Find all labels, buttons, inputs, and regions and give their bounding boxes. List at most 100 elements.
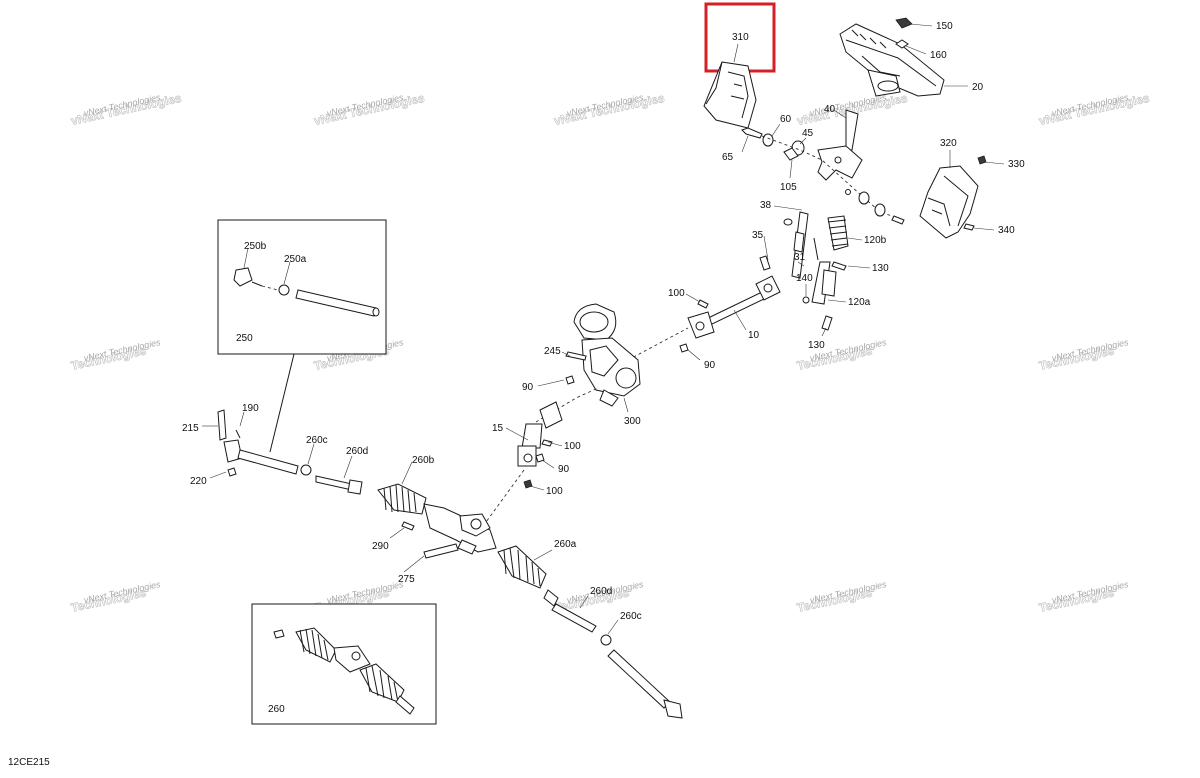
part-260a-boot-right[interactable] [497, 545, 553, 589]
callout-260c-right[interactable]: 260c [620, 611, 642, 622]
callout-300[interactable]: 300 [624, 416, 641, 427]
part-10-intermediate-shaft[interactable] [687, 275, 781, 339]
part-90-nut-top[interactable] [679, 343, 701, 361]
part-65-bolt[interactable] [741, 127, 763, 153]
inset-250-tie-rod[interactable] [217, 219, 387, 355]
callout-245[interactable]: 245 [544, 346, 561, 357]
callout-190[interactable]: 190 [242, 403, 259, 414]
part-35-pin[interactable] [759, 235, 771, 271]
watermark: Technologies vNext Technologies [795, 579, 887, 615]
callout-100-mid[interactable]: 100 [564, 441, 581, 452]
callout-35[interactable]: 35 [752, 230, 764, 241]
callout-160[interactable]: 160 [930, 50, 947, 61]
part-310-knee-pad[interactable] [703, 43, 757, 129]
callout-40[interactable]: 40 [824, 104, 836, 115]
part-130-screw-a[interactable] [831, 261, 871, 271]
part-340-screw[interactable] [963, 223, 995, 231]
callout-38[interactable]: 38 [760, 200, 772, 211]
part-90-nut-low[interactable] [535, 453, 555, 469]
part-245-bolt[interactable] [561, 351, 587, 361]
part-330-screw[interactable] [977, 155, 1005, 165]
callout-215[interactable]: 215 [182, 423, 199, 434]
callout-130-upper[interactable]: 130 [872, 263, 889, 274]
watermark: vNext Technologies vNext Technologies [1037, 90, 1151, 128]
part-260d-inner-rod-right[interactable] [543, 589, 597, 633]
callout-320[interactable]: 320 [940, 138, 957, 149]
part-150-cap[interactable] [895, 17, 933, 29]
part-260c-nut-left[interactable] [300, 443, 315, 476]
part-fasteners-right[interactable] [845, 189, 905, 225]
part-260b-boot-left[interactable] [377, 461, 427, 515]
part-260d-inner-rod-left[interactable] [315, 455, 363, 495]
part-38-collar[interactable] [773, 205, 803, 226]
part-140-washer[interactable] [802, 284, 810, 304]
callout-90-top[interactable]: 90 [704, 360, 716, 371]
callout-220[interactable]: 220 [190, 476, 207, 487]
part-20-steering-wheel[interactable] [839, 23, 968, 97]
part-275-bolt[interactable] [403, 543, 459, 573]
callout-260c-left[interactable]: 260c [306, 435, 328, 446]
part-160-nut[interactable] [895, 39, 927, 55]
part-300-eps-unit[interactable] [573, 303, 641, 413]
callout-260a[interactable]: 260a [554, 539, 577, 550]
part-120b-boot[interactable] [827, 215, 863, 251]
part-220-nut[interactable] [209, 467, 237, 479]
callout-150[interactable]: 150 [936, 21, 953, 32]
tie-rod-right[interactable] [607, 649, 683, 719]
callout-310[interactable]: 310 [732, 32, 749, 43]
watermark: Technologies vNext Technologies [69, 337, 161, 373]
callout-250[interactable]: 250 [236, 333, 253, 344]
part-15-lower-shaft[interactable] [505, 401, 563, 467]
callout-260d-right[interactable]: 260d [590, 586, 612, 597]
tie-rod-left[interactable] [223, 439, 299, 475]
callout-120b[interactable]: 120b [864, 235, 887, 246]
callout-130-lower[interactable]: 130 [808, 340, 825, 351]
part-90-nut-mid[interactable] [537, 375, 575, 387]
part-290-screw[interactable] [389, 521, 415, 539]
part-190-pin[interactable] [235, 411, 245, 439]
callout-120a[interactable]: 120a [848, 297, 871, 308]
part-260c-nut-right[interactable] [600, 619, 619, 646]
watermark: vNext Technologies vNext Technologies [552, 90, 666, 128]
part-105-nut[interactable] [783, 147, 799, 179]
part-130-screw-b[interactable] [821, 315, 833, 337]
part-100-bolt-mid[interactable] [541, 439, 563, 447]
callout-20[interactable]: 20 [972, 82, 984, 93]
callout-65[interactable]: 65 [722, 152, 734, 163]
part-100-bolt-low[interactable] [523, 479, 545, 491]
inset-250-pointer [269, 353, 295, 453]
callout-100-top[interactable]: 100 [668, 288, 685, 299]
callout-15[interactable]: 15 [492, 423, 504, 434]
part-120a-actuator[interactable] [811, 261, 847, 305]
callout-340[interactable]: 340 [998, 225, 1015, 236]
callout-260[interactable]: 260 [268, 704, 285, 715]
part-60-bushing[interactable] [762, 123, 781, 147]
callout-105[interactable]: 105 [780, 182, 797, 193]
callout-90-low[interactable]: 90 [558, 464, 570, 475]
callout-290[interactable]: 290 [372, 541, 389, 552]
part-320-dash-panel[interactable] [919, 150, 979, 239]
part-100-bolt-top[interactable] [685, 293, 709, 309]
callout-260d-left[interactable]: 260d [346, 446, 368, 457]
part-31-upper-shaft[interactable] [791, 211, 819, 279]
callout-260b[interactable]: 260b [412, 455, 435, 466]
callout-250b[interactable]: 250b [244, 241, 267, 252]
callout-10[interactable]: 10 [748, 330, 760, 341]
callout-140[interactable]: 140 [796, 273, 813, 284]
steering-rack[interactable] [423, 503, 497, 555]
callout-60[interactable]: 60 [780, 114, 792, 125]
callout-330[interactable]: 330 [1008, 159, 1025, 170]
callout-90-mid[interactable]: 90 [522, 382, 534, 393]
callout-275[interactable]: 275 [398, 574, 415, 585]
inset-260-rack-assembly[interactable] [251, 603, 437, 725]
callout-250a[interactable]: 250a [284, 254, 307, 265]
watermark: vNext Technologies vNext Technologies [312, 90, 426, 128]
watermark: Technologies vNext Technologies [69, 579, 161, 615]
part-40-column-bracket[interactable] [817, 109, 863, 181]
callout-100-low[interactable]: 100 [546, 486, 563, 497]
part-215-bolt[interactable] [202, 409, 227, 441]
callout-45[interactable]: 45 [802, 128, 814, 139]
callout-31[interactable]: 31 [794, 252, 806, 263]
